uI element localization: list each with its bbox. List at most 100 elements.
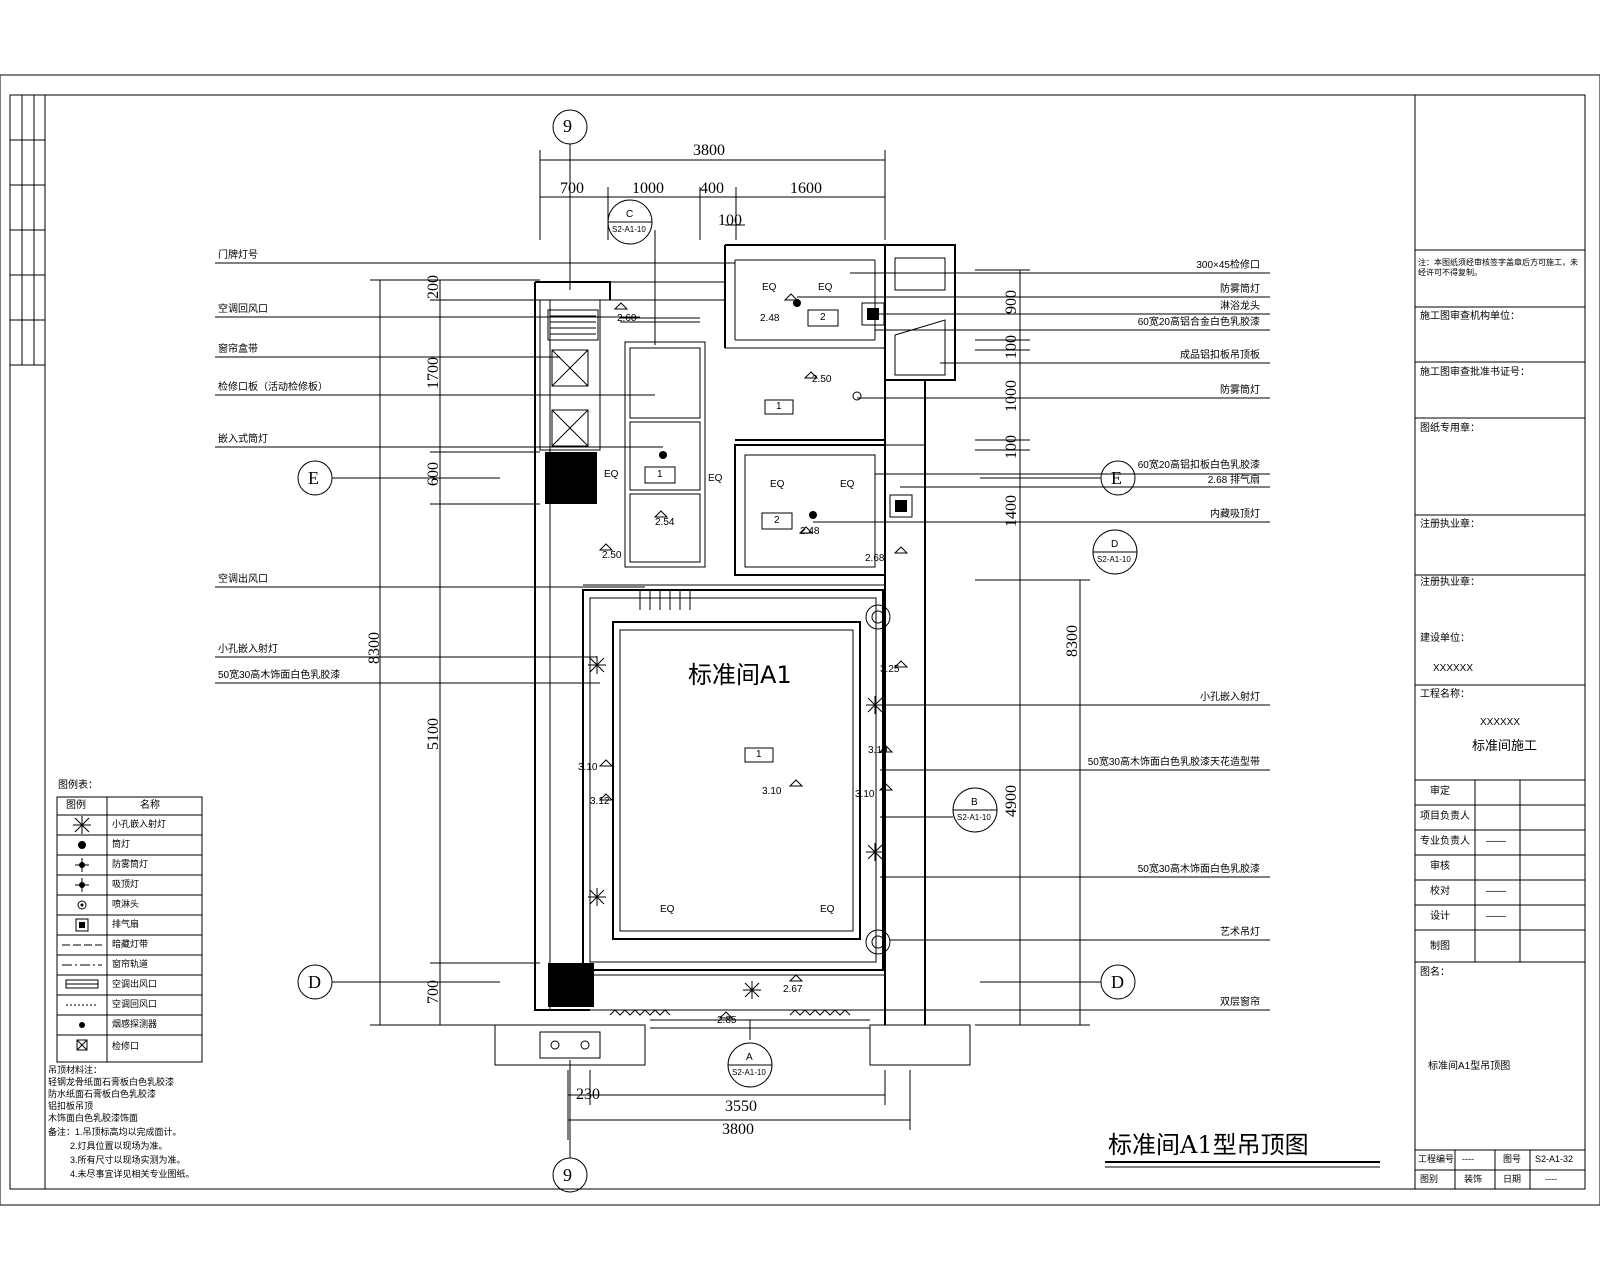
callout-left-2: 窗帘盒带 — [218, 344, 258, 355]
drawing-name: 标准间A1型吊顶图 — [1428, 1061, 1511, 1072]
legend-name: 空调回风口 — [112, 999, 158, 1009]
unit-label: 建设单位： — [1420, 633, 1470, 644]
dims-right — [975, 269, 1090, 1026]
callout-left-3: 检修口板（活动检修板） — [218, 382, 328, 393]
dim-top-total: 3800 — [693, 142, 725, 159]
level-4: 2.54 — [655, 517, 675, 528]
callout-right-12: 艺术吊灯 — [1220, 927, 1260, 938]
callout-left-1: 空调回风口 — [218, 304, 268, 315]
main-room-outline — [582, 589, 884, 971]
grid-label-d-left: D — [308, 972, 321, 992]
materials-item: 轻钢龙骨纸面石膏板白色乳胶漆 — [48, 1077, 175, 1087]
dim-bottom-total: 3800 — [722, 1121, 754, 1138]
level-10: 3.10 — [855, 789, 875, 800]
dot2-icon — [79, 1022, 85, 1028]
dim-top-seg4: 1600 — [790, 180, 822, 197]
title-block-row: 图纸专用章： — [1420, 423, 1480, 434]
dim-bottom-seg2: 3550 — [725, 1098, 757, 1115]
section-d-ref: S2-A1-10 — [1097, 555, 1131, 564]
callout-right-3: 60宽20高铝合金白色乳胶漆 — [1137, 317, 1260, 328]
room-label: 标准间A1 — [688, 661, 792, 689]
spotlights — [588, 656, 884, 999]
callout-right-1: 防雾筒灯 — [1220, 284, 1260, 295]
callout-right-4: 成品铝扣板吊顶板 — [1180, 350, 1260, 361]
signoff-role: 专业负责人 — [1420, 836, 1470, 847]
column-e — [545, 452, 597, 504]
level-2: 2.50 — [812, 374, 832, 385]
title-block-lines — [1415, 249, 1585, 1189]
callout-right-2: 淋浴龙头 — [1220, 301, 1260, 312]
level-13: 3.10 — [762, 786, 782, 797]
callout-left-7: 50宽30高木饰面白色乳胶漆 — [218, 670, 341, 681]
title-block-row: 注册执业章： — [1420, 577, 1480, 588]
ceiling-id-b: 1 — [776, 401, 782, 412]
signoff-role: 制图 — [1430, 941, 1450, 952]
section-d-letter: D — [1111, 539, 1119, 550]
ceiling-id-d: 2 — [774, 515, 780, 526]
title-block-row: 施工图审查批准书证号： — [1420, 367, 1530, 378]
dim-left-d2: 1700 — [425, 357, 442, 389]
legend-name: 筒灯 — [112, 839, 131, 849]
sheet-label: 图号 — [1503, 1154, 1522, 1164]
category-label: 图别 — [1420, 1174, 1439, 1184]
dim-right-d5: 1400 — [1003, 495, 1020, 527]
dim-right-d2: 100 — [1003, 335, 1020, 359]
dim-right-d6: 4900 — [1003, 785, 1020, 817]
dims-left — [370, 279, 540, 1026]
callout-right-0: 300×45检修口 — [1196, 260, 1260, 271]
callout-right-5: 防雾筒灯 — [1220, 385, 1260, 396]
eq-label: EQ — [818, 282, 833, 293]
dim-right-d1: 900 — [1003, 290, 1020, 314]
materials-note: 3.所有尺寸以现场实测为准。 — [70, 1155, 186, 1165]
vent-grille — [547, 309, 700, 341]
dim-top-seg1: 700 — [560, 180, 584, 197]
drawing-title: 标准间A1型吊顶图 — [1108, 1131, 1309, 1159]
project-name: 标准间施工 — [1472, 739, 1538, 754]
drawing-frame — [9, 94, 1586, 1190]
level-markers — [598, 293, 909, 1019]
star-icon — [73, 816, 91, 834]
level-9: 3.10 — [868, 745, 888, 756]
callout-right-10: 50宽30高木饰面白色乳胶漆天花造型带 — [1087, 757, 1260, 768]
drawing-name-label: 图名： — [1420, 967, 1450, 978]
ring-icon — [77, 900, 87, 910]
eq-label: EQ — [660, 904, 675, 915]
square-icon — [75, 918, 89, 932]
legend-name: 小孔嵌入射灯 — [112, 819, 167, 829]
walls — [494, 244, 971, 1066]
callout-left-4: 嵌入式筒灯 — [218, 434, 268, 445]
ceiling-id-a: 2 — [820, 312, 826, 323]
signoff-role: 审定 — [1430, 786, 1450, 797]
signoff-role: 校对 — [1430, 886, 1450, 897]
eq-label: EQ — [604, 469, 619, 480]
proj-no-label: 工程编号 — [1418, 1154, 1455, 1164]
legend-name: 烟感探测器 — [112, 1019, 158, 1029]
legend-name: 窗帘轨道 — [112, 959, 149, 969]
materials-item: 铝扣板吊顶 — [48, 1101, 94, 1111]
dim-top-seg2: 1000 — [632, 180, 664, 197]
date-label: 日期 — [1503, 1174, 1522, 1184]
callout-right-11: 50宽30高木饰面白色乳胶漆 — [1137, 864, 1260, 875]
materials-title: 吊顶材料注： — [48, 1065, 103, 1075]
callout-right-6: 60宽20高铝扣板白色乳胶漆 — [1137, 460, 1260, 471]
grid-label-9-top: 9 — [563, 116, 572, 136]
callout-leaders-right — [797, 272, 1270, 1011]
date-value: ---- — [1545, 1174, 1557, 1184]
ac-outlet-arrows — [630, 589, 700, 610]
callout-right-13: 双层窗帘 — [1220, 997, 1260, 1008]
dim-right-total: 8300 — [1064, 625, 1081, 657]
legend-table — [56, 796, 203, 1063]
ceiling-id-c: 1 — [657, 469, 663, 480]
section-c-ref: S2-A1-10 — [612, 225, 646, 234]
legend-name: 吸顶灯 — [112, 879, 140, 889]
legend-name: 防雾筒灯 — [112, 859, 149, 869]
eq-label: EQ — [820, 904, 835, 915]
grid-label-9-bottom: 9 — [563, 1165, 572, 1185]
level-12: 3.12 — [590, 796, 610, 807]
level-3: 2.48 — [800, 526, 820, 537]
dot-icon — [78, 841, 86, 849]
dim-right-d4: 100 — [1003, 435, 1020, 459]
ceiling-id-e: 1 — [756, 749, 762, 760]
legend-name: 检修口 — [112, 1041, 140, 1051]
